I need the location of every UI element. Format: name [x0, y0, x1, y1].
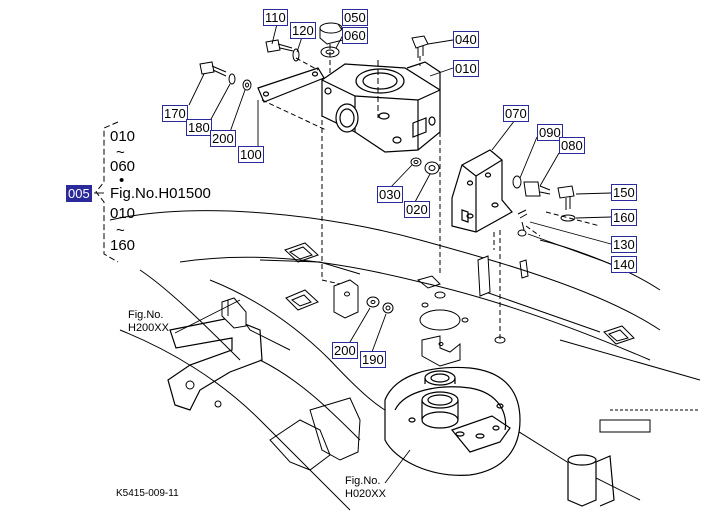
drawing-code: K5415-009-11 [116, 488, 179, 499]
callout-090[interactable]: 090 [537, 124, 563, 141]
range-start-first: 010 [110, 128, 136, 145]
callout-190[interactable]: 190 [360, 351, 386, 368]
range-figure-ref[interactable]: Fig.No.H01500 [110, 185, 211, 202]
range-end-second: 160 [110, 237, 136, 254]
bolt-150 [557, 185, 575, 210]
housing-010 [321, 61, 441, 153]
range-end-first: 060 [110, 158, 136, 175]
floor-holes [284, 242, 635, 345]
callout-100[interactable]: 100 [238, 146, 264, 163]
washer-180 [228, 73, 236, 85]
range-bracket [95, 121, 119, 263]
callout-060[interactable]: 060 [342, 27, 368, 44]
callout-180[interactable]: 180 [186, 119, 212, 136]
clip-140 [517, 229, 527, 237]
callout-070[interactable]: 070 [503, 105, 529, 122]
fig-ref-bottom-code[interactable]: H020XX [345, 488, 386, 500]
fig-ref-left-code[interactable]: H200XX [128, 322, 169, 334]
callout-200-upper[interactable]: 200 [210, 130, 236, 147]
washer-030 [410, 157, 422, 167]
washer-160 [560, 214, 576, 222]
bracket-100 [257, 67, 325, 103]
callout-030[interactable]: 030 [377, 186, 403, 203]
screw-110 [265, 39, 294, 53]
callout-200-lower[interactable]: 200 [332, 342, 358, 359]
nut-190 [382, 302, 394, 314]
nut-200a [242, 79, 252, 91]
washer-200b [366, 296, 380, 308]
range-tilde-second: ~ [116, 222, 125, 239]
bolt-080 [523, 181, 551, 197]
callout-080[interactable]: 080 [559, 137, 585, 154]
small-bracket [333, 255, 529, 367]
range-tilde-first: ~ [116, 144, 125, 161]
callout-130[interactable]: 130 [611, 236, 637, 253]
callout-005[interactable]: 005 [66, 185, 92, 202]
callout-170[interactable]: 170 [162, 105, 188, 122]
post-bottom-right [567, 454, 615, 507]
callout-140[interactable]: 140 [611, 256, 637, 273]
callout-120[interactable]: 120 [290, 22, 316, 39]
range-separator-dot: • [119, 172, 125, 189]
bracket-070 [451, 149, 513, 233]
fig-ref-bottom-label[interactable]: Fig.No. [345, 475, 381, 487]
bolt-020 [424, 161, 440, 175]
callout-050[interactable]: 050 [342, 9, 368, 26]
callout-040[interactable]: 040 [453, 31, 479, 48]
callout-150[interactable]: 150 [611, 184, 637, 201]
callout-020[interactable]: 020 [404, 201, 430, 218]
washer-120 [292, 48, 300, 62]
pin-130 [517, 209, 528, 231]
washer-090 [512, 175, 522, 189]
frame-outline [109, 210, 701, 511]
callout-110[interactable]: 110 [263, 9, 288, 26]
callout-010[interactable]: 010 [453, 60, 479, 77]
bracket-left [221, 297, 247, 329]
bolt-040 [411, 35, 429, 58]
lower-plate [384, 366, 521, 476]
range-start-second: 010 [110, 205, 136, 222]
callout-160[interactable]: 160 [611, 209, 637, 226]
bolt-170 [199, 61, 227, 77]
assembly-lines [261, 44, 601, 340]
leader-lines [94, 23, 612, 484]
fig-ref-left-label[interactable]: Fig.No. [128, 309, 164, 321]
